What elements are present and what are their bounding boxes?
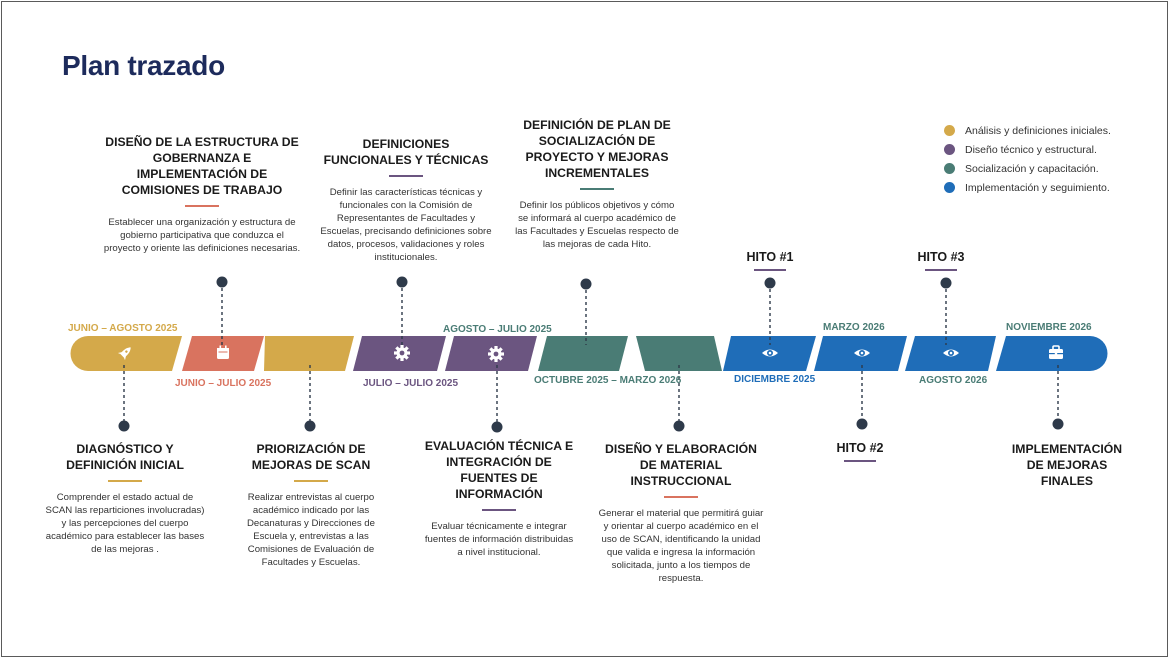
block-funcionales: DEFINICIONES FUNCIONALES Y TÉCNICAS Defi… xyxy=(318,136,494,264)
timeline-dot xyxy=(940,277,952,289)
rocket-icon xyxy=(117,347,131,361)
timeline-dot xyxy=(491,421,503,433)
segment-priorizacion xyxy=(264,336,354,371)
legend-item-analysis: Análisis y definiciones iniciales. xyxy=(944,121,1111,140)
gear-icon xyxy=(394,345,410,361)
hito-underline xyxy=(844,460,876,462)
heading-underline xyxy=(389,175,423,177)
timeline-dot xyxy=(764,277,776,289)
block-heading: IMPLEMENTACIÓN DE MEJORAS FINALES xyxy=(1011,442,1123,488)
hito-label: HITO #2 xyxy=(836,441,884,455)
block-description: Definir las características técnicas y f… xyxy=(320,187,492,263)
date-nov: NOVIEMBRE 2026 xyxy=(1006,322,1092,333)
block-heading: DISEÑO Y ELABORACIÓN DE MATERIAL INSTRUC… xyxy=(605,442,757,488)
heading-underline xyxy=(580,188,614,190)
page-title: Plan trazado xyxy=(62,50,225,81)
heading-underline xyxy=(108,480,142,482)
block-description: Realizar entrevistas al cuerpo académico… xyxy=(247,492,375,568)
eye-icon xyxy=(854,349,870,357)
hito-2-label: HITO #2 xyxy=(826,441,894,462)
legend-item-implementation: Implementación y seguimiento. xyxy=(944,178,1111,197)
legend-label: Socialización y capacitación. xyxy=(965,162,1099,175)
legend-item-design: Diseño técnico y estructural. xyxy=(944,140,1111,159)
block-priorizacion: PRIORIZACIÓN DE MEJORAS DE SCAN Realizar… xyxy=(236,441,386,569)
block-socializacion: DEFINICIÓN DE PLAN DE SOCIALIZACIÓN DE P… xyxy=(514,117,680,251)
date-ago: AGOSTO 2026 xyxy=(919,375,988,386)
timeline-dot xyxy=(216,276,228,288)
date-jun-jul: JUNIO – JULIO 2025 xyxy=(175,378,272,389)
date-oct-mar: OCTUBRE 2025 – MARZO 2026 xyxy=(534,375,682,386)
block-description: Evaluar técnicamente e integrar fuentes … xyxy=(424,521,574,558)
block-heading: DISEÑO DE LA ESTRUCTURA DE GOBERNANZA E … xyxy=(105,135,299,197)
timeline-dot xyxy=(856,418,868,430)
block-heading: DEFINICIÓN DE PLAN DE SOCIALIZACIÓN DE P… xyxy=(523,118,671,180)
legend-label: Análisis y definiciones iniciales. xyxy=(965,124,1111,137)
block-description: Comprender el estado actual de SCAN las … xyxy=(45,492,205,555)
hito-label: HITO #1 xyxy=(746,250,794,264)
legend-label: Diseño técnico y estructural. xyxy=(965,143,1097,156)
hito-1-label: HITO #1 xyxy=(736,250,804,271)
block-heading: EVALUACIÓN TÉCNICA E INTEGRACIÓN DE FUEN… xyxy=(424,439,574,501)
gear-icon xyxy=(488,346,504,362)
hito-underline xyxy=(925,269,957,271)
date-ago-jul: AGOSTO – JULIO 2025 xyxy=(443,324,552,335)
hito-underline xyxy=(754,269,786,271)
hito-label: HITO #3 xyxy=(917,250,965,264)
heading-underline xyxy=(664,496,698,498)
calendar-icon xyxy=(217,345,229,359)
timeline-dot xyxy=(304,420,316,432)
eye-icon xyxy=(943,349,959,357)
date-jun-ago: JUNIO – AGOSTO 2025 xyxy=(68,323,178,334)
block-heading: DIAGNÓSTICO Y DEFINICIÓN INICIAL xyxy=(66,442,184,472)
date-dic: DICIEMBRE 2025 xyxy=(734,374,816,385)
legend-dot xyxy=(944,182,955,193)
timeline-dot xyxy=(1052,418,1064,430)
block-implementacion: IMPLEMENTACIÓN DE MEJORAS FINALES xyxy=(1002,441,1132,489)
block-heading: DEFINICIONES FUNCIONALES Y TÉCNICAS xyxy=(323,137,489,167)
segment-material xyxy=(636,336,722,371)
block-heading: PRIORIZACIÓN DE MEJORAS DE SCAN xyxy=(251,442,371,472)
block-gobernanza: DISEÑO DE LA ESTRUCTURA DE GOBERNANZA E … xyxy=(102,134,302,255)
block-evaluacion: EVALUACIÓN TÉCNICA E INTEGRACIÓN DE FUEN… xyxy=(424,438,574,559)
timeline-dot xyxy=(396,276,408,288)
heading-underline xyxy=(185,205,219,207)
legend-dot xyxy=(944,144,955,155)
legend-label: Implementación y seguimiento. xyxy=(965,181,1110,194)
legend: Análisis y definiciones iniciales. Diseñ… xyxy=(944,121,1111,197)
eye-icon xyxy=(762,349,778,357)
block-material: DISEÑO Y ELABORACIÓN DE MATERIAL INSTRUC… xyxy=(596,441,766,585)
date-mar: MARZO 2026 xyxy=(823,322,885,333)
legend-dot xyxy=(944,125,955,136)
legend-dot xyxy=(944,163,955,174)
legend-item-socialization: Socialización y capacitación. xyxy=(944,159,1111,178)
block-description: Establecer una organización y estructura… xyxy=(103,217,301,254)
block-description: Definir los públicos objetivos y cómo se… xyxy=(515,200,679,250)
block-description: Generar el material que permitirá guiar … xyxy=(598,508,764,584)
heading-underline xyxy=(294,480,328,482)
hito-3-label: HITO #3 xyxy=(907,250,975,271)
date-jul-jul: JULIO – JULIO 2025 xyxy=(363,378,459,389)
heading-underline xyxy=(482,509,516,511)
timeline-dot xyxy=(118,420,130,432)
segment-socializacion xyxy=(538,336,628,371)
briefcase-icon xyxy=(1049,345,1063,359)
timeline-dot xyxy=(673,420,685,432)
block-diagnostico: DIAGNÓSTICO Y DEFINICIÓN INICIAL Compren… xyxy=(44,441,206,556)
timeline-dot xyxy=(580,278,592,290)
